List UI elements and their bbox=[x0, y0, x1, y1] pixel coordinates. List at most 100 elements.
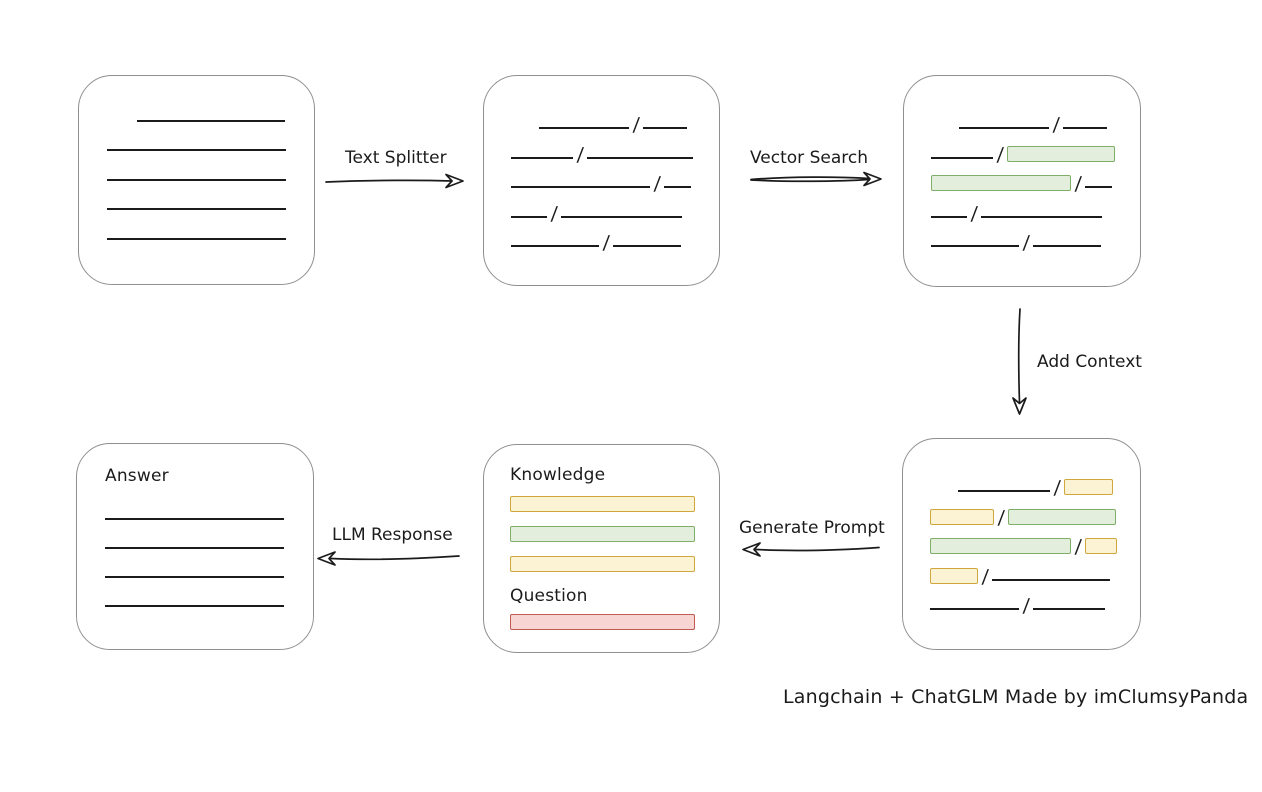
card-row: / bbox=[931, 188, 1114, 225]
text-splitter-label: Text Splitter bbox=[345, 148, 447, 168]
prompt-card: Knowledge Question bbox=[483, 444, 720, 653]
card-row: / bbox=[511, 129, 694, 166]
yellow-highlight-chip bbox=[930, 567, 978, 584]
knowledge-label: Knowledge bbox=[510, 465, 606, 485]
card-row bbox=[510, 549, 719, 579]
text-line bbox=[511, 245, 599, 247]
chunk-separator: / bbox=[1022, 232, 1031, 254]
answer-lines bbox=[77, 491, 313, 607]
text-line bbox=[561, 215, 683, 218]
card-row bbox=[105, 549, 313, 578]
text-line bbox=[930, 608, 1019, 610]
yellow-highlight-chip bbox=[1064, 479, 1114, 495]
text-line bbox=[959, 127, 1049, 129]
green-highlight-chip bbox=[931, 175, 1071, 191]
question-bar bbox=[484, 607, 719, 637]
text-line bbox=[587, 156, 694, 159]
card-row: / bbox=[931, 129, 1116, 166]
card-row: / bbox=[930, 581, 1114, 617]
text-line bbox=[137, 119, 285, 122]
text-line bbox=[931, 215, 967, 218]
chunk-separator: / bbox=[1074, 536, 1083, 558]
text-line bbox=[613, 245, 682, 247]
card-row bbox=[107, 210, 286, 240]
llm-response-arrow-icon bbox=[317, 551, 460, 566]
card-row bbox=[510, 519, 719, 549]
card-row: / bbox=[931, 218, 1114, 254]
question-label: Question bbox=[510, 586, 588, 606]
vector-search-label: Vector Search bbox=[750, 148, 868, 168]
text-line bbox=[105, 547, 284, 549]
chunk-separator: / bbox=[1074, 173, 1083, 195]
diagram-caption: Langchain + ChatGLM Made by imClumsyPand… bbox=[783, 686, 1249, 708]
green-highlight-chip bbox=[510, 526, 695, 542]
card-row: / bbox=[930, 551, 1114, 588]
card-row: / bbox=[511, 100, 693, 136]
text-line bbox=[105, 605, 284, 607]
text-line bbox=[107, 208, 286, 210]
add-context-arrow-icon bbox=[1012, 308, 1027, 415]
text-line bbox=[1033, 245, 1102, 247]
chunk-separator: / bbox=[632, 114, 641, 136]
knowledge-bars bbox=[484, 489, 719, 579]
chunk-separator: / bbox=[1052, 114, 1061, 136]
card-row: / bbox=[511, 188, 693, 225]
card-row bbox=[105, 578, 313, 607]
card-row: / bbox=[931, 100, 1114, 136]
card-row: / bbox=[930, 522, 1118, 558]
answer-card: Answer bbox=[76, 443, 314, 650]
text-splitter-arrow-icon bbox=[325, 173, 464, 189]
text-line bbox=[643, 127, 688, 129]
search-results-card: / / / / / bbox=[903, 75, 1141, 287]
chunk-separator: / bbox=[981, 565, 990, 588]
card-row bbox=[105, 491, 313, 520]
red-highlight-chip bbox=[510, 614, 695, 630]
card-row: / bbox=[930, 492, 1117, 529]
text-line bbox=[931, 156, 993, 159]
search-result-lines: / / / / / bbox=[904, 76, 1140, 254]
document-lines bbox=[79, 76, 314, 240]
green-highlight-chip bbox=[930, 538, 1071, 554]
chunk-separator: / bbox=[970, 202, 979, 225]
yellow-highlight-chip bbox=[510, 556, 695, 572]
text-line bbox=[539, 127, 629, 129]
chunk-separator: / bbox=[997, 506, 1006, 529]
text-line bbox=[981, 215, 1103, 218]
generate-prompt-label: Generate Prompt bbox=[739, 518, 885, 538]
chunk-separator: / bbox=[1022, 595, 1031, 617]
chunk-lines: ///// bbox=[484, 76, 719, 254]
text-line bbox=[1033, 608, 1106, 610]
chunk-separator: / bbox=[550, 202, 559, 225]
green-highlight-chip bbox=[1007, 145, 1116, 162]
text-line bbox=[511, 215, 547, 218]
chunk-separator: / bbox=[576, 143, 585, 166]
card-row bbox=[510, 489, 719, 519]
yellow-highlight-chip bbox=[510, 496, 695, 512]
chunks-card: ///// bbox=[483, 75, 720, 286]
add-context-label: Add Context bbox=[1037, 352, 1142, 372]
text-line bbox=[1085, 186, 1113, 188]
card-row bbox=[510, 607, 719, 637]
text-line bbox=[1063, 127, 1108, 129]
context-card: / / / / / bbox=[902, 438, 1141, 650]
text-line bbox=[105, 518, 284, 520]
answer-label: Answer bbox=[105, 466, 169, 486]
llm-response-label: LLM Response bbox=[332, 525, 453, 545]
card-row: / bbox=[931, 159, 1114, 195]
card-row: / bbox=[930, 463, 1114, 499]
text-line bbox=[511, 156, 573, 159]
generate-prompt-arrow-icon bbox=[742, 542, 880, 557]
document-card bbox=[78, 75, 315, 285]
text-line bbox=[107, 149, 286, 151]
chunk-separator: / bbox=[996, 143, 1005, 166]
text-line bbox=[931, 245, 1019, 247]
vector-search-arrow-icon bbox=[750, 171, 882, 187]
yellow-highlight-chip bbox=[930, 508, 994, 525]
card-row: / bbox=[511, 218, 693, 254]
card-row bbox=[107, 92, 285, 122]
card-row bbox=[107, 151, 286, 181]
yellow-highlight-chip bbox=[1085, 538, 1118, 554]
text-line bbox=[664, 186, 692, 188]
chunk-separator: / bbox=[602, 232, 611, 254]
